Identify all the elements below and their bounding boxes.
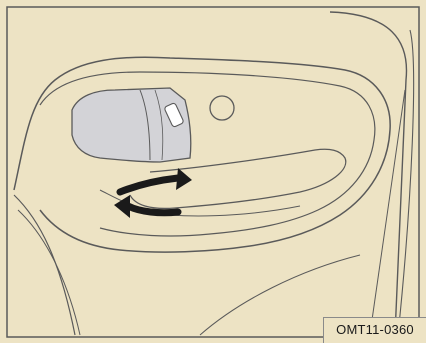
armrest-outer-outline xyxy=(14,57,390,252)
pull-arrow-upper xyxy=(120,178,178,192)
door-panel-outline xyxy=(330,12,406,335)
figure-border xyxy=(7,7,419,337)
lock-button xyxy=(210,96,234,120)
figure-caption: OMT11-0360 xyxy=(323,317,426,343)
return-arrow-lower xyxy=(128,206,178,213)
pull-arrow-upper-head xyxy=(176,168,192,190)
